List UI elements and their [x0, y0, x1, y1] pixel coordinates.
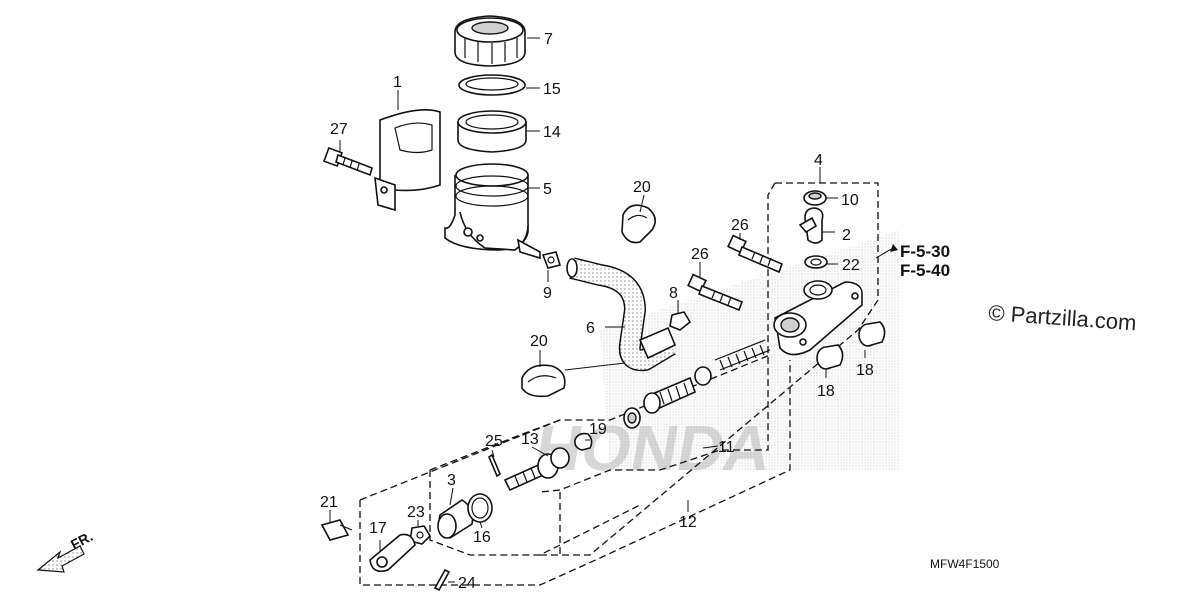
diaphragm — [457, 110, 527, 153]
callout-labels: 1 2 3 4 5 6 7 8 9 10 11 12 13 14 15 16 1… — [320, 31, 874, 592]
callout-22: 22 — [842, 257, 860, 274]
callout-14: 14 — [543, 124, 561, 141]
callout-25: 25 — [485, 433, 503, 450]
cotter-pin-24 — [433, 568, 451, 592]
callout-3: 3 — [447, 472, 456, 489]
callout-19: 19 — [589, 421, 607, 438]
leader-lines — [329, 37, 898, 583]
callout-15: 15 — [543, 81, 561, 98]
copyright-text: © Partzilla.com — [988, 300, 1138, 335]
front-arrow-icon: FR. — [36, 528, 95, 573]
callout-5: 5 — [543, 181, 552, 198]
callout-2: 2 — [842, 227, 851, 244]
callout-24: 24 — [458, 575, 476, 592]
reservoir — [444, 163, 541, 260]
reservoir-cap — [454, 15, 526, 67]
watermark-text: HONDA — [530, 412, 777, 483]
callout-8: 8 — [669, 285, 678, 302]
callout-4: 4 — [814, 152, 823, 169]
reference-f-5-30: F-5-30 — [900, 242, 950, 261]
bushing-18-upper — [858, 321, 886, 347]
bolt-26-left — [687, 273, 744, 312]
callout-16: 16 — [473, 529, 491, 546]
callout-17: 17 — [369, 520, 387, 537]
callout-6: 6 — [586, 320, 595, 337]
reference-f-5-40: F-5-40 — [900, 261, 950, 280]
callout-7: 7 — [544, 31, 553, 48]
callout-12: 12 — [679, 514, 697, 531]
joint-17 — [369, 533, 416, 573]
washer-22 — [804, 255, 828, 269]
front-arrow-label: FR. — [68, 528, 95, 553]
callout-11: 11 — [718, 439, 735, 456]
callout-26b: 26 — [731, 217, 749, 234]
callout-13: 13 — [521, 431, 539, 448]
master-cylinder-body — [773, 280, 863, 356]
reservoir-cover — [374, 109, 441, 212]
diagram-code: MFW4F1500 — [930, 557, 1000, 571]
joint-2 — [798, 207, 824, 244]
hose-clip-9 — [541, 251, 562, 269]
bolt-27 — [323, 147, 373, 177]
clip-16 — [467, 493, 493, 523]
group-outlines — [359, 182, 879, 586]
callout-27: 27 — [330, 121, 348, 138]
circlip-19 — [574, 432, 593, 451]
pin-25 — [488, 453, 501, 478]
callout-10: 10 — [841, 192, 859, 209]
reservoir-hose — [566, 257, 677, 372]
callout-21: 21 — [320, 494, 338, 511]
cap-10 — [803, 190, 827, 206]
callout-20b: 20 — [530, 333, 548, 350]
callout-18a: 18 — [856, 362, 874, 379]
diaphragm-plate — [458, 74, 526, 96]
clip-21 — [320, 519, 353, 541]
callout-20a: 20 — [633, 179, 651, 196]
joint-8 — [669, 311, 692, 331]
bolt-26-right — [727, 234, 784, 274]
boot-3 — [437, 499, 474, 539]
piston-spring-set — [623, 339, 771, 429]
callout-18b: 18 — [817, 383, 835, 400]
callout-23: 23 — [407, 504, 425, 521]
callout-9: 9 — [543, 285, 552, 302]
hose-clamp-lower — [521, 364, 566, 398]
callout-26a: 26 — [691, 246, 709, 263]
hose-clamp-upper — [621, 204, 656, 244]
callout-1: 1 — [393, 74, 402, 91]
push-rod-13 — [503, 447, 570, 492]
bushing-18-lower — [816, 344, 844, 370]
